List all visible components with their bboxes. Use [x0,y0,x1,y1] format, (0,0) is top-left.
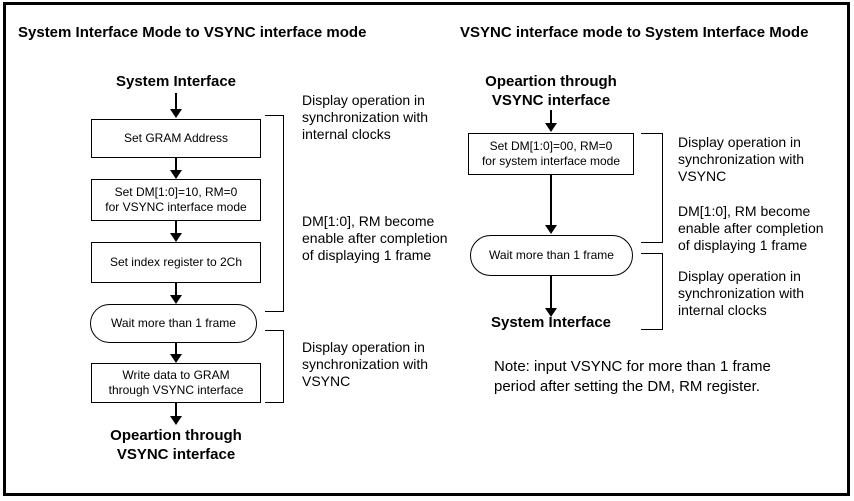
arrow-shaft [175,403,177,418]
right-chart-note: Note: input VSYNC for more than 1 frame … [494,358,771,395]
arrow-shaft [175,221,177,235]
arrow-head [170,354,182,363]
flow-arrow-down-icon [170,283,182,304]
left-bracket-bottom [265,330,284,403]
arrow-shaft [550,110,552,125]
left-annotation-internal-clocks: Display operation in synchronization wit… [302,92,429,142]
arrow-head [545,225,557,234]
right-bracket-bottom [641,253,663,330]
left-start-label: System Interface [115,73,237,90]
flow-arrow-down-icon [170,343,182,363]
arrow-head [170,295,182,304]
flow-arrow-down-icon [170,403,182,425]
arrow-head [170,233,182,242]
right-annotation-vsync-sync: Display operation in synchronization wit… [678,134,805,184]
left-bracket-top [265,115,284,312]
right-bracket-top [641,133,663,243]
left-node-set-gram-address: Set GRAM Address [91,119,261,158]
flow-arrow-down-icon [545,175,557,234]
flow-arrow-down-icon [170,221,182,242]
right-node-set-dm-rm: Set DM[1:0]=00, RM=0 for system interfac… [468,133,634,175]
left-annotation-vsync-sync: Display operation in synchronization wit… [302,339,429,389]
right-chart-title: VSYNC interface mode to System Interface… [460,24,809,41]
arrow-shaft [175,283,177,297]
left-node-set-dm-rm: Set DM[1:0]=10, RM=0 for VSYNC interface… [91,179,261,221]
left-end-label: Opeartion through VSYNC interface [110,427,242,463]
left-node-write-gram: Write data to GRAM through VSYNC interfa… [91,363,261,403]
flow-arrow-down-icon [170,93,182,118]
arrow-head [170,170,182,179]
left-annotation-dm-rm-enable: DM[1:0], RM become enable after completi… [302,213,448,263]
arrow-head [545,308,557,317]
flow-arrow-down-icon [170,158,182,179]
right-end-label: System Interface [490,314,612,331]
arrow-shaft [175,93,177,111]
arrow-head [170,416,182,425]
diagram-border [3,2,850,496]
left-node-set-index-register: Set index register to 2Ch [91,242,261,283]
right-annotation-internal-clocks: Display operation in synchronization wit… [678,268,805,318]
left-node-wait-frame: Wait more than 1 frame [90,304,257,343]
arrow-shaft [550,175,552,227]
arrow-head [170,109,182,118]
left-chart-title: System Interface Mode to VSYNC interface… [18,24,367,41]
arrow-shaft [175,158,177,172]
arrow-shaft [550,276,552,310]
right-node-wait-frame: Wait more than 1 frame [470,235,633,276]
arrow-head [545,123,557,132]
flow-arrow-down-icon [545,276,557,317]
right-annotation-dm-rm-enable: DM[1:0], RM become enable after completi… [678,203,824,253]
flow-arrow-down-icon [545,110,557,132]
arrow-shaft [175,343,177,356]
right-start-label: Opeartion through VSYNC interface [485,73,617,109]
